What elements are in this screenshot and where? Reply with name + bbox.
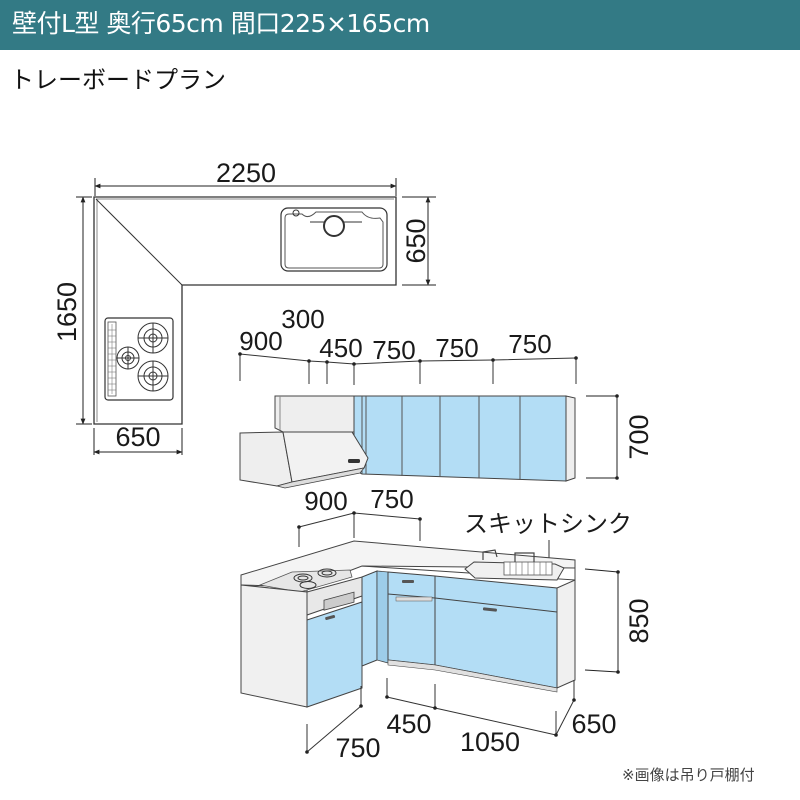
wall-cabinets: 900 300 450 750 750 750 (238, 304, 654, 489)
base-bottom-label-450: 450 (386, 709, 431, 739)
base-bottom-label-750: 750 (335, 733, 380, 763)
wall-width-label-1: 900 (239, 326, 282, 356)
plan-depth-bottom-label: 650 (115, 422, 160, 452)
sink-label: スキットシンク (464, 510, 632, 538)
plan-view: 2250 650 1650 (52, 158, 436, 455)
wall-width-label-6: 750 (508, 329, 551, 359)
sink-icon (280, 207, 388, 272)
header-bar: 壁付L型 奥行65cm 間口225×165cm (0, 0, 800, 50)
plan-length-left-label: 1650 (52, 282, 82, 342)
page-title: 壁付L型 奥行65cm 間口225×165cm (12, 9, 430, 38)
wall-width-label-3: 450 (319, 333, 362, 363)
wall-width-label-2: 300 (281, 304, 324, 334)
wall-height-label: 700 (624, 414, 654, 459)
range-hood-icon (239, 431, 369, 489)
base-bottom-label-1050: 1050 (460, 727, 520, 757)
base-top-width-label-2: 750 (370, 484, 413, 514)
plan-depth-right-label: 650 (401, 218, 431, 263)
base-top-width-label-1: 900 (304, 486, 347, 516)
gas-stove-icon (104, 317, 174, 401)
base-bottom-label-650: 650 (571, 709, 616, 739)
image-note: ※画像は吊り戸棚付 (622, 766, 755, 784)
base-cabinets: 900 750 スキットシンク (240, 484, 654, 763)
base-height-label: 850 (624, 598, 654, 643)
wall-width-label-4: 750 (372, 335, 415, 365)
wall-width-label-5: 750 (435, 333, 478, 363)
plan-subtitle: トレーボードプラン (10, 66, 226, 94)
plan-width-label: 2250 (216, 158, 276, 188)
